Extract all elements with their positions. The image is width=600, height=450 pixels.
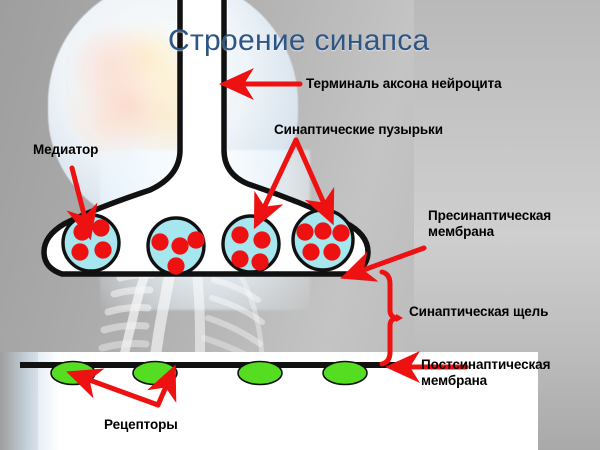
arrow-to-receptor-2 xyxy=(146,364,177,408)
page-title: Строение синапса xyxy=(168,24,430,57)
mediator-dot xyxy=(302,243,320,261)
synaptic-vesicle xyxy=(146,216,206,276)
background-lower-left-fade xyxy=(0,352,60,450)
mediator-dot xyxy=(73,223,91,241)
mediator-dot xyxy=(171,237,189,255)
label-mediator: Медиатор xyxy=(33,142,99,157)
arrow-to-mediator xyxy=(66,165,98,241)
mediator-dot xyxy=(94,241,112,259)
label-axon-terminal: Терминаль аксона нейроцита xyxy=(306,76,502,91)
arrow-to-vesicle-4 xyxy=(293,137,335,226)
mediator-dot xyxy=(253,231,271,249)
mediator-dot xyxy=(167,257,185,275)
mediator-dot xyxy=(314,222,332,240)
receptor xyxy=(237,360,283,386)
label-synaptic-vesicles: Синаптические пузырьки xyxy=(274,122,443,137)
synaptic-cleft-brace xyxy=(379,269,403,367)
label-presynaptic-membrane: Пресинаптическая мембрана xyxy=(428,208,552,239)
mediator-dot xyxy=(151,233,169,251)
label-synaptic-cleft: Синаптическая щель xyxy=(409,304,549,319)
receptor xyxy=(322,360,368,386)
arrow-to-receptor-1 xyxy=(66,368,161,408)
mediator-dot xyxy=(296,223,314,241)
label-postsynaptic-membrane: Постсинаптическая мембрана xyxy=(421,357,551,388)
synaptic-vesicle xyxy=(221,214,281,274)
mediator-dot xyxy=(332,224,350,242)
mediator-dot xyxy=(187,231,205,249)
mediator-dot xyxy=(231,226,249,244)
mediator-dot xyxy=(92,219,110,237)
synaptic-vesicle xyxy=(61,213,121,273)
synaptic-vesicle xyxy=(291,208,355,272)
mediator-dot xyxy=(231,250,249,268)
receptor xyxy=(132,360,178,386)
label-receptors: Рецепторы xyxy=(104,417,178,432)
mediator-dot xyxy=(251,253,269,271)
arrow-to-presynaptic-membrane xyxy=(340,245,427,282)
mediator-dot xyxy=(71,243,89,261)
arrow-to-vesicle-3 xyxy=(253,137,299,230)
mediator-dot xyxy=(323,243,341,261)
